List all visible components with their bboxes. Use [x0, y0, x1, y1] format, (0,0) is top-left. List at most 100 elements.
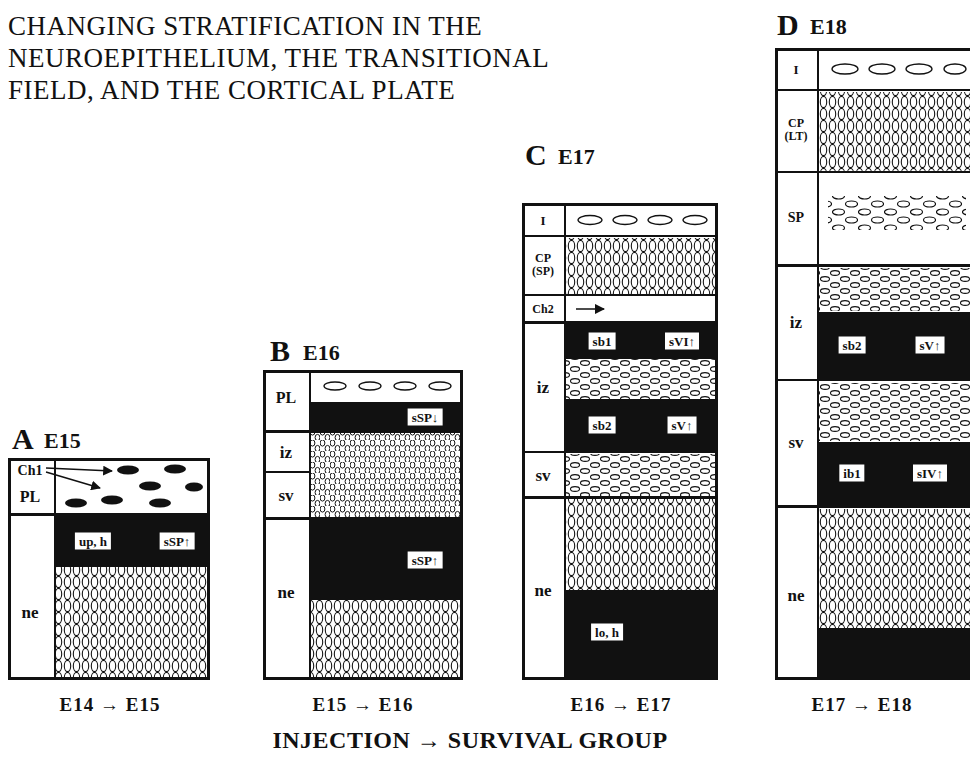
cell-drawing: [818, 628, 970, 680]
cell-drawing: [818, 92, 970, 171]
labelled-band: sb1 sVI↑: [565, 324, 715, 359]
band-tag: sSP↑: [408, 552, 443, 569]
panel-heading: D: [777, 10, 799, 40]
panel-heading: E16: [303, 342, 340, 364]
layer-label: Ch1: [18, 464, 43, 478]
cell-drawing: [869, 64, 895, 74]
cell-drawing: [683, 216, 707, 225]
cell-drawing: [832, 64, 858, 74]
cell-drawing: [394, 382, 416, 390]
diagram-caption: INJECTION → SURVIVAL GROUP: [272, 728, 667, 752]
cell-drawing: [565, 359, 718, 399]
layer-label: CP (SP): [524, 252, 562, 277]
band-tag: sVI↑: [665, 333, 699, 350]
panel-heading: E18: [810, 16, 847, 38]
cell-drawing: [818, 383, 970, 441]
diagram-title: CHANGING STRATIFICATION IN THE NEUROEPIT…: [8, 10, 553, 106]
cell-drawing: [818, 268, 970, 311]
cell-drawing: [775, 171, 970, 173]
layer-label: Ch2: [532, 303, 553, 315]
labelled-band: lo, h: [565, 590, 715, 677]
layer-box: ne sSP↑: [263, 517, 463, 680]
layer-label: ne: [535, 582, 552, 599]
cell-drawing: [54, 458, 56, 680]
layer-box: ICP (SP)Ch2: [522, 203, 718, 324]
layer-label: iz: [790, 314, 802, 331]
layer-box: PL sSP↓: [263, 370, 463, 433]
cell-drawing: [359, 382, 381, 390]
panel-heading: E17: [558, 146, 595, 168]
panel-heading: A: [12, 424, 34, 454]
band-tag: up, h: [75, 533, 111, 550]
panel-a-cells: [46, 458, 210, 680]
layer-box: ne lo, h: [522, 496, 718, 680]
layer-label: sv: [278, 487, 293, 504]
layer-label: sv: [788, 434, 803, 451]
layer-box: iz sv sb2 sV↑ ib1sIV↑: [775, 264, 970, 508]
layer-label: SP: [788, 211, 804, 225]
layer-label: iz: [537, 379, 549, 396]
cell-drawing: [101, 496, 123, 505]
layer-label: CP (LT): [777, 117, 815, 142]
cell-drawing: [578, 216, 602, 225]
panel-b-cells: [263, 370, 463, 680]
cell-drawing: [324, 382, 346, 390]
layer-box: I CP (LT) SP: [775, 48, 970, 267]
band-tag: sSP↓: [408, 409, 443, 426]
layer-label: ne: [22, 604, 39, 621]
panel-heading: B: [270, 336, 290, 366]
band-tag: sb2: [839, 337, 866, 354]
cell-drawing: [65, 499, 87, 508]
panel-c-cells: [522, 203, 718, 680]
cell-drawing: [613, 216, 637, 225]
layer-box: ne up, h sSP↑: [8, 513, 210, 680]
band-tag: sSP↑: [160, 533, 195, 550]
band-tag: sb2: [589, 417, 616, 434]
band-tag: sb1: [589, 333, 616, 350]
layer-box: iz sv sb1 sVI↑ sb2 sV↑: [522, 321, 718, 499]
band-tag: sV↑: [916, 337, 945, 354]
group-label: E14 → E15: [60, 695, 161, 714]
group-label: E15 → E16: [313, 695, 414, 714]
band-tag: sV↑: [668, 417, 697, 434]
cell-drawing: [818, 509, 970, 628]
band-tag: ib1: [839, 465, 864, 482]
cell-drawing: [576, 308, 604, 310]
cell-drawing: [55, 567, 210, 680]
group-label: E16 → E17: [571, 695, 672, 714]
cell-drawing: [185, 483, 203, 492]
cell-drawing: [149, 499, 171, 508]
cell-drawing: [828, 196, 966, 230]
cell-drawing: [164, 465, 186, 474]
layer-label: ne: [278, 584, 295, 601]
layer-label: ne: [788, 587, 805, 604]
cell-drawing: [310, 600, 463, 680]
labelled-band: up, h sSP↑: [55, 516, 207, 567]
cell-drawing: [565, 499, 718, 590]
panel-heading: C: [525, 140, 547, 170]
cell-drawing: [565, 238, 718, 294]
panel-d-cells: [775, 48, 970, 680]
cell-drawing: [310, 432, 463, 518]
cell-drawing: [565, 454, 718, 496]
labelled-band: sb2 sV↑: [565, 399, 715, 452]
labelled-band: sb2 sV↑: [818, 312, 970, 380]
layer-label: I: [793, 63, 798, 76]
layer-box: iz sv: [263, 430, 463, 520]
layer-label: PL: [276, 390, 296, 406]
layer-label: sv: [535, 467, 550, 484]
labelled-band: sSP↑: [310, 520, 460, 600]
layer-box: Ch1PL: [8, 458, 210, 516]
band-tag: lo, h: [591, 624, 623, 641]
cell-drawing: [522, 294, 718, 296]
cell-drawing: [263, 471, 310, 473]
group-label: E17 → E18: [812, 695, 913, 714]
cell-drawing: [117, 466, 139, 475]
labelled-band: ib1sIV↑: [818, 442, 970, 505]
cell-drawing: [429, 382, 451, 390]
cell-drawing: [648, 216, 672, 225]
cell-drawing: [522, 235, 718, 237]
cell-drawing: [906, 64, 932, 74]
layer-label: iz: [280, 444, 292, 461]
